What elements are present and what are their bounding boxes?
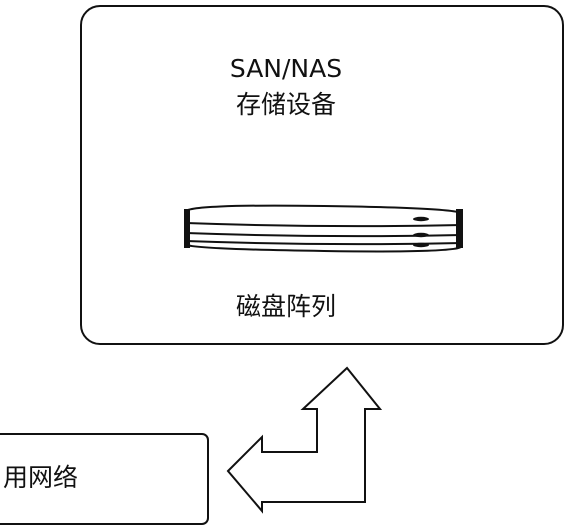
storage-device-box [80, 5, 564, 345]
disk-array-label: 磁盘阵列 [235, 292, 336, 321]
network-label: 用网络 [3, 463, 79, 492]
storage-title: SAN/NAS [229, 54, 343, 83]
storage-subtitle: 存储设备 [235, 90, 336, 119]
connection-arrow [226, 366, 383, 514]
